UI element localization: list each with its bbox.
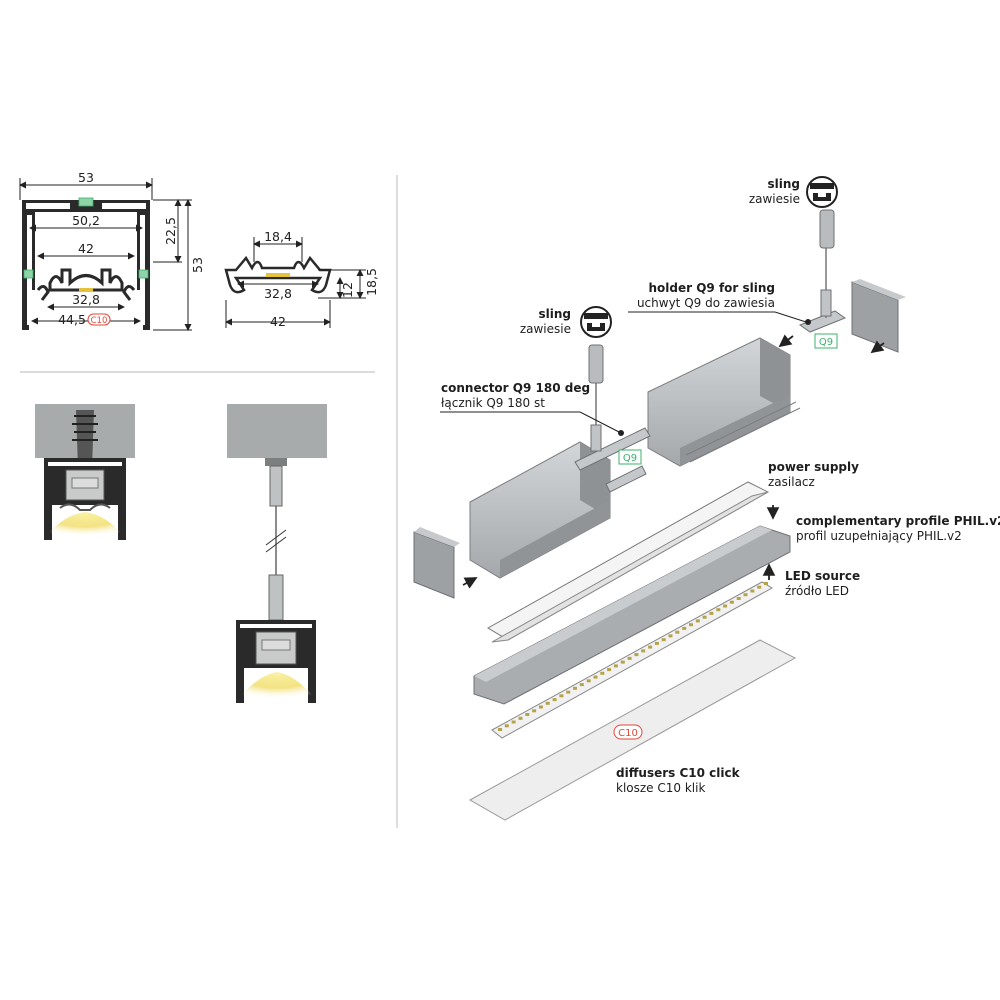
arrow-icon	[462, 577, 478, 589]
led-chip	[559, 694, 564, 698]
dim-b-mid: 32,8	[264, 286, 292, 301]
q9-tag-connector	[618, 449, 642, 465]
led-chip	[729, 600, 734, 604]
led-chip	[641, 649, 646, 653]
led-chip	[552, 698, 557, 702]
led-chip	[716, 608, 721, 612]
led-chip	[504, 724, 509, 728]
label-sling-top-pl: zawiesie	[749, 192, 800, 206]
led-chip	[757, 585, 762, 589]
label-power-en: power supply	[768, 460, 859, 474]
sling-icon	[806, 176, 838, 208]
led-chip	[764, 582, 768, 585]
cross-section-complementary: 18,4 32,8 42 12 18,5	[224, 229, 379, 329]
led-chip	[654, 641, 659, 645]
dim-a-width: 53	[78, 170, 94, 185]
ceiling-mount-illustration	[35, 404, 135, 545]
label-diffusers-pl: klosze C10 klik	[616, 781, 705, 795]
suspended-mount-illustration	[227, 404, 327, 708]
exploded-view: C10	[413, 209, 906, 821]
led-chip	[695, 619, 700, 623]
led-chip	[675, 630, 680, 634]
c10-badge	[87, 313, 111, 326]
label-complementary-en: complementary profile PHIL.v2	[796, 514, 1000, 528]
label-diffusers-en: diffusers C10 click	[616, 766, 741, 780]
label-sling-left-en: sling	[538, 307, 571, 321]
label-connector-en: connector Q9 180 deg	[441, 381, 590, 395]
label-led-pl: źródło LED	[785, 584, 849, 598]
label-complementary-pl: profil uzupełniający PHIL.v2	[796, 529, 962, 543]
led-chip	[607, 668, 612, 672]
led-strip-part	[491, 581, 773, 739]
led-chip	[661, 638, 666, 642]
dim-a-inner: 42	[78, 241, 94, 256]
dim-a-bottom-inner: 32,8	[72, 292, 100, 307]
q9-tag-holder-text: Q9	[819, 337, 833, 348]
led-chip	[750, 589, 755, 593]
end-cap-left	[413, 531, 455, 599]
label-holder-pl: uchwyt Q9 do zawiesia	[637, 296, 775, 310]
q9-tag-connector-text: Q9	[623, 453, 637, 464]
led-chip	[723, 604, 728, 608]
led-chip	[545, 701, 550, 705]
label-holder-en: holder Q9 for sling	[648, 281, 775, 295]
led-chip	[579, 683, 584, 687]
c10-tag-text: C10	[618, 728, 638, 739]
label-connector-pl: łącznik Q9 180 st	[441, 396, 545, 410]
led-chip	[613, 664, 618, 668]
arrow-icon	[778, 334, 794, 348]
dim-a-height-half: 22,5	[163, 217, 178, 245]
led-chip	[736, 597, 741, 600]
led-chip	[532, 709, 537, 713]
led-chip	[573, 686, 577, 690]
led-chip	[518, 716, 523, 720]
led-chip	[709, 611, 714, 615]
dim-b-bottom: 42	[270, 314, 286, 329]
led-chips	[498, 582, 768, 731]
label-power-pl: zasilacz	[768, 475, 815, 489]
dim-b-top: 18,4	[264, 229, 292, 244]
led-chip	[743, 593, 748, 597]
led-chip	[511, 720, 516, 724]
label-sling-top-en: sling	[767, 177, 800, 191]
cross-section-main: 53 50,2 42 32,8 44,5 C10	[19, 170, 205, 331]
led-chip	[627, 656, 632, 660]
q9-tag-holder	[814, 333, 838, 349]
label-sling-left-pl: zawiesie	[520, 322, 571, 336]
led-chip	[668, 634, 673, 638]
led-chip	[593, 675, 598, 679]
led-chip	[525, 713, 530, 716]
led-chip	[600, 671, 605, 675]
label-led-en: LED source	[785, 569, 860, 583]
led-chip	[689, 623, 693, 627]
led-chip	[648, 645, 653, 649]
dim-b-h1: 12	[340, 282, 355, 298]
dim-a-inner-top: 50,2	[72, 213, 100, 228]
led-chip	[498, 728, 502, 731]
sling-icon	[580, 306, 612, 338]
led-chip	[538, 705, 543, 709]
arrow-icon	[870, 340, 885, 354]
dim-b-h2: 18,5	[364, 268, 379, 296]
led-chip	[634, 653, 639, 657]
dim-a-bottom: 44,5	[58, 312, 86, 327]
led-chip	[586, 679, 591, 683]
c10-badge-text: C10	[91, 316, 108, 326]
led-chip	[702, 615, 707, 619]
led-chip	[682, 626, 687, 630]
led-chip	[566, 690, 571, 694]
dim-a-height: 53	[190, 257, 205, 273]
led-chip	[620, 660, 625, 664]
c10-tag	[613, 724, 643, 740]
